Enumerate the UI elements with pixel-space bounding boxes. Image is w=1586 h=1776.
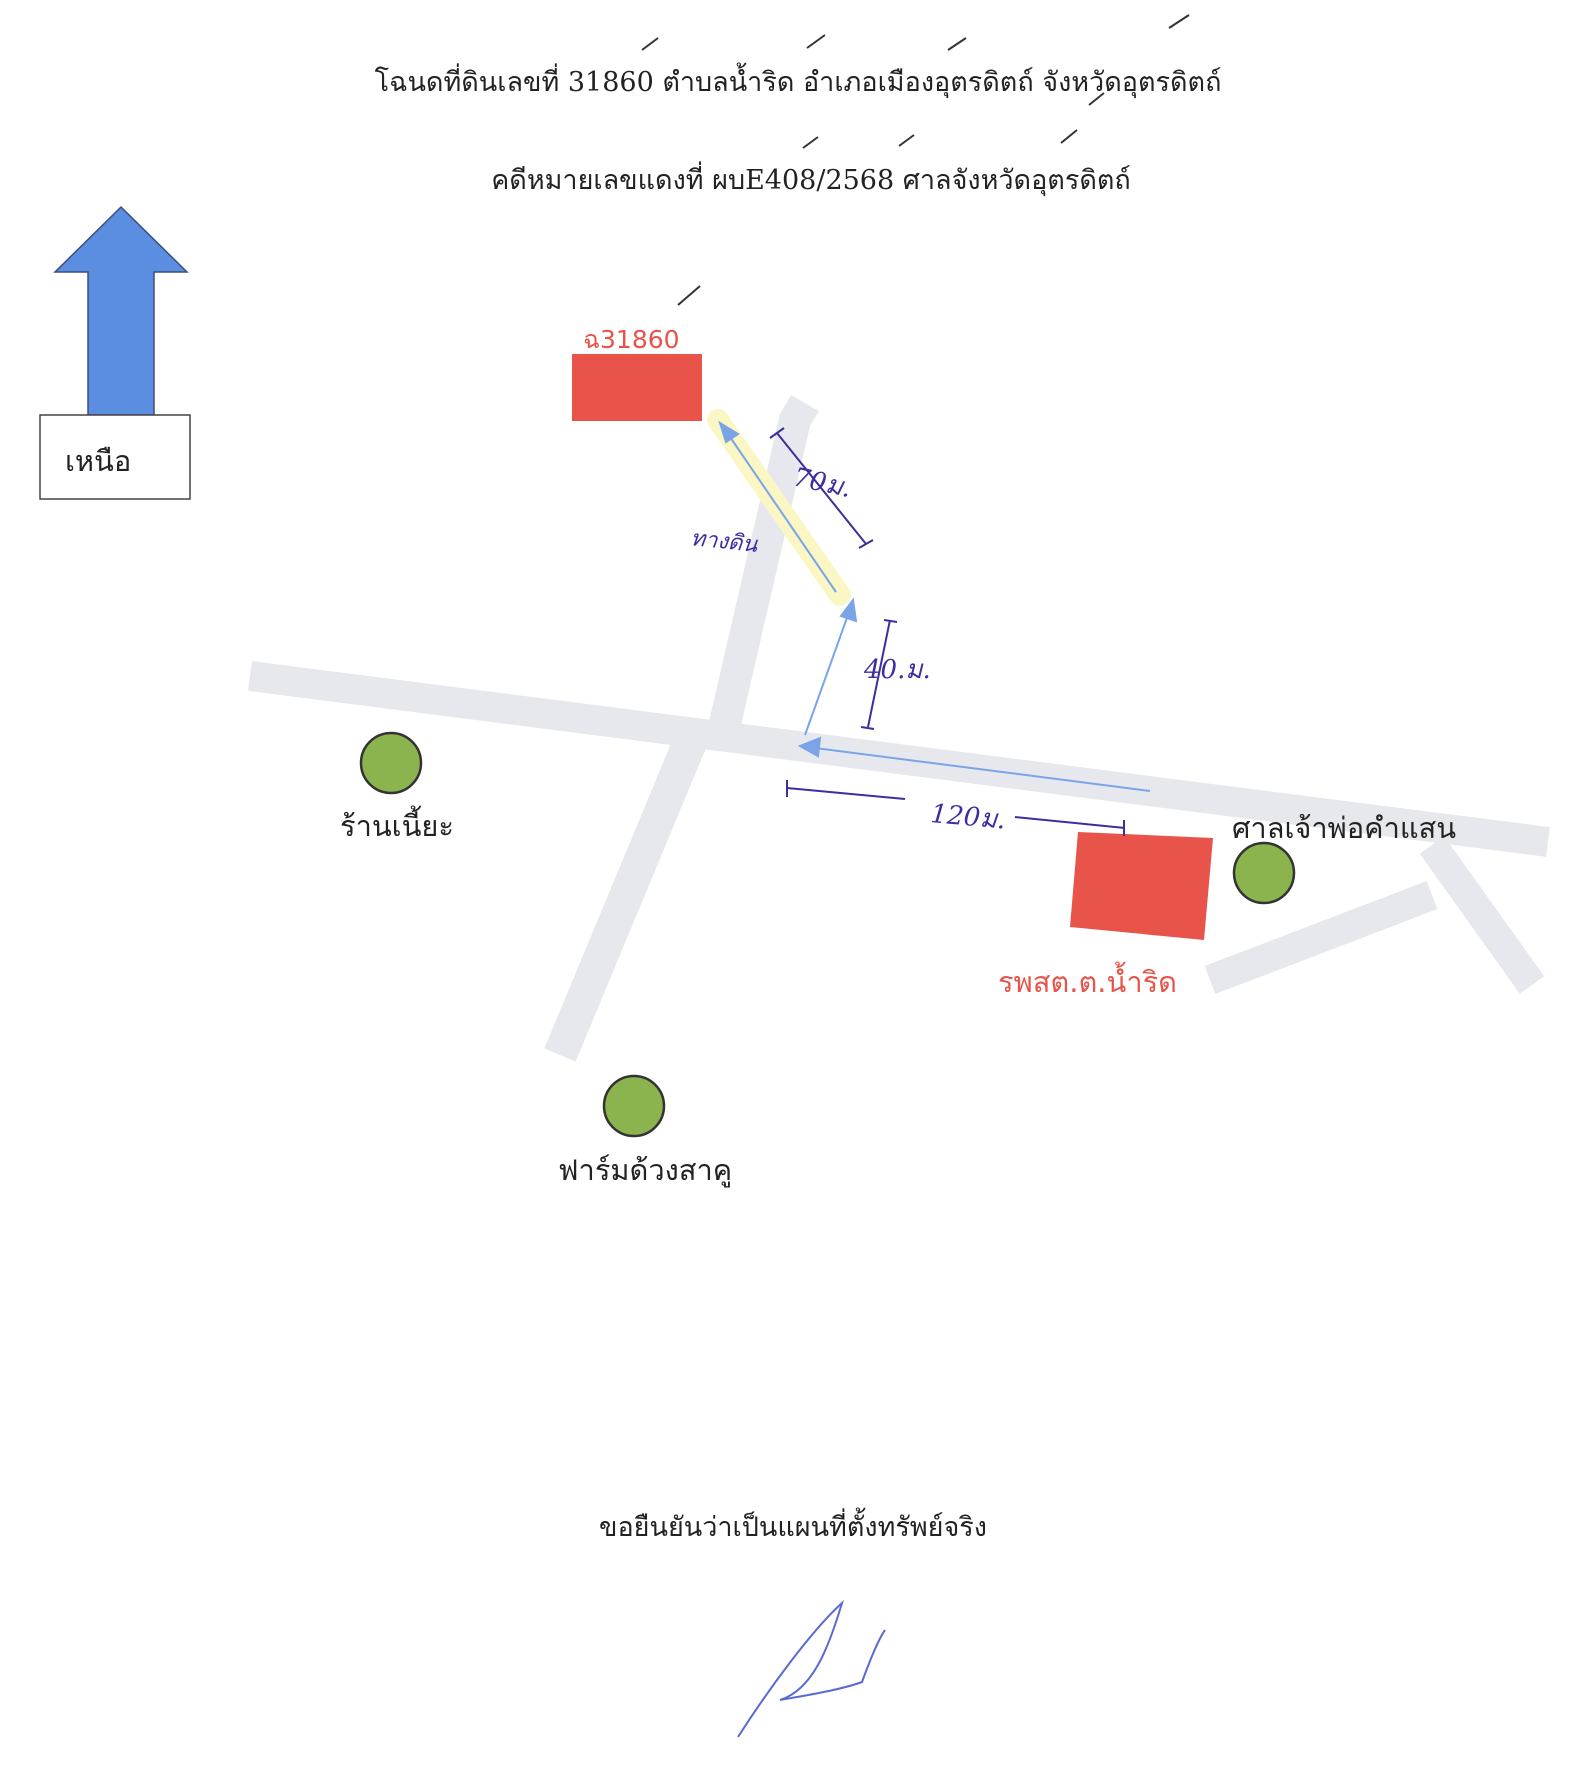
distance-70m-label: 70ม.: [791, 463, 854, 505]
shrine-landmark-icon: [1232, 841, 1296, 905]
north-arrow-icon: [53, 205, 189, 416]
north-arrow: เหนือ: [39, 205, 191, 500]
distance-40m-label: 40.ม.: [863, 655, 931, 685]
document-title-line-2: คดีหมายเลขแดงที่ ผบE408/2568 ศาลจังหวัดอ…: [491, 165, 1131, 196]
dimension-marks: [769, 427, 1126, 836]
roads: [248, 394, 1550, 1062]
road-south-branch: [544, 728, 709, 1062]
shrine-label: ศาลเจ้าพ่อคำแสน: [1232, 811, 1456, 845]
parcel-building: [572, 354, 702, 421]
route-path: [718, 420, 1151, 792]
road-east-fork-1: [1419, 836, 1545, 994]
confirmation-statement: ขอยืนยันว่าเป็นแผนที่ตั้งทรัพย์จริง: [599, 1512, 987, 1543]
road-east-fork-2: [1204, 880, 1438, 995]
parcel-label: ฉ31860: [583, 325, 680, 354]
farm-landmark-icon: [602, 1074, 666, 1138]
north-label-box: [39, 414, 191, 500]
dirt-road-label: ทางดิน: [689, 526, 759, 558]
road-north-branch: [704, 394, 819, 749]
distance-120m-label: 120ม.: [929, 799, 1006, 835]
document-title-line-1: โฉนดที่ดินเลขที่ 31860 ตำบลน้ำริด อำเภอเ…: [374, 67, 1222, 98]
check-marks: [641, 14, 1190, 306]
farm-label: ฟาร์มด้วงสาคู: [558, 1153, 732, 1188]
shop-label: ร้านเนี้ยะ: [340, 805, 454, 843]
hospital-label: รพสต.ต.น้ำริด: [998, 961, 1177, 999]
shop-landmark-icon: [359, 731, 423, 795]
north-label: เหนือ: [65, 444, 131, 478]
signature: [737, 1599, 886, 1738]
hospital-building: [1070, 832, 1213, 940]
